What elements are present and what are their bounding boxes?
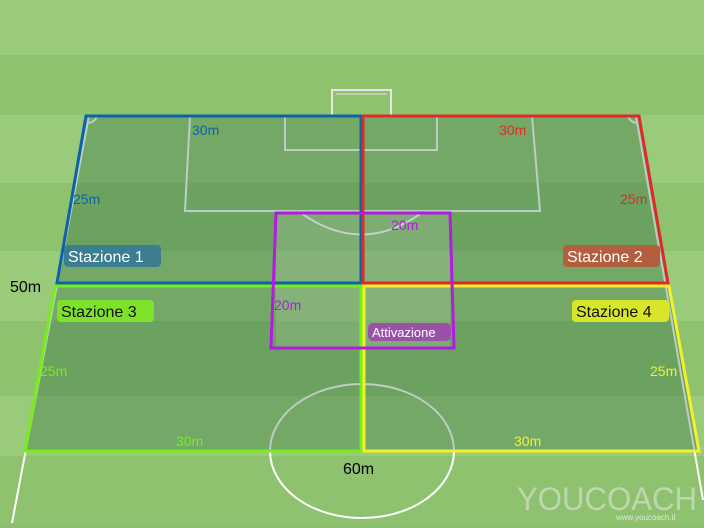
youcoach-logo: YOUCOACH www.youcoach.it bbox=[517, 481, 697, 522]
logo-url: www.youcoach.it bbox=[615, 513, 676, 522]
overall-width-label: 60m bbox=[343, 461, 374, 478]
station-1-label: Stazione 1 bbox=[68, 249, 144, 266]
station-2-top-dim: 30m bbox=[499, 122, 526, 138]
logo-brand: YOUCOACH bbox=[517, 481, 697, 517]
station-3-side-dim: 25m bbox=[40, 363, 67, 379]
activation-top-dim: 20m bbox=[391, 217, 418, 233]
overall-length-label: 50m bbox=[10, 279, 41, 296]
station-4-label: Stazione 4 bbox=[576, 304, 652, 321]
station-4-bottom-dim: 30m bbox=[514, 433, 541, 449]
activation-side-dim: 20m bbox=[274, 297, 301, 313]
station-1-side-dim: 25m bbox=[73, 191, 100, 207]
station-2-side-dim: 25m bbox=[620, 191, 647, 207]
station-1-top-dim: 30m bbox=[192, 122, 219, 138]
activation-label: Attivazione bbox=[372, 325, 436, 340]
station-2-label: Stazione 2 bbox=[567, 249, 643, 266]
station-3-label: Stazione 3 bbox=[61, 304, 137, 321]
station-3-bottom-dim: 30m bbox=[176, 433, 203, 449]
station-4-side-dim: 25m bbox=[650, 363, 677, 379]
